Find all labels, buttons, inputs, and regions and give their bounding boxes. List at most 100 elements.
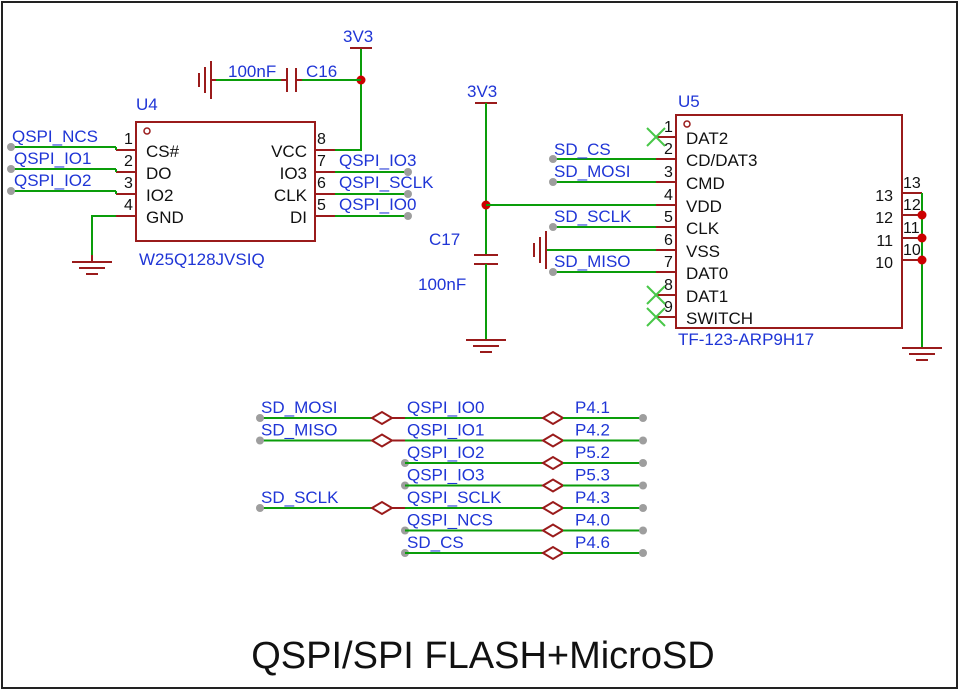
net-label: QSPI_NCS (12, 127, 98, 146)
u5-pin-num: 5 (664, 209, 673, 226)
net-endpoint (639, 549, 647, 557)
u4-pin-num: 6 (317, 175, 326, 192)
u4-pin-num: 7 (317, 153, 326, 170)
port-label: P5.3 (575, 466, 610, 485)
u4-value: W25Q128JVSIQ (139, 250, 265, 269)
net-endpoint (639, 459, 647, 467)
net-tie-diamond (541, 455, 565, 471)
port-label: P4.6 (575, 533, 610, 552)
u4-pin-num: 3 (124, 175, 133, 192)
ground-symbol (72, 255, 112, 275)
net-endpoint (404, 212, 412, 220)
net-endpoint (7, 143, 15, 151)
u4-pin-name: VCC (271, 142, 307, 161)
sheet-title: QSPI/SPI FLASH+MicroSD (251, 635, 715, 677)
no-connect-marks (646, 127, 666, 327)
u5-pin-num: 4 (664, 187, 673, 204)
u5-pin-name: DAT2 (686, 129, 728, 148)
u5-pin-num: 1 (664, 119, 673, 136)
net-tie-diamond (541, 545, 565, 561)
port-label: P4.0 (575, 511, 610, 530)
u5-value: TF-123-ARP9H17 (678, 330, 814, 349)
u5-pin-name: CD/DAT3 (686, 151, 757, 170)
wire (91, 215, 116, 255)
u5-pin-name: DAT1 (686, 287, 728, 306)
u5-left-nets: SD_CS SD_MOSI SD_SCLK SD_MISO (533, 140, 656, 276)
net-endpoint (7, 187, 15, 195)
u4-pin-name: IO3 (280, 164, 307, 183)
u5-pin-name: CLK (686, 219, 720, 238)
net-tie-diamond (541, 433, 565, 448)
u5-pin-num: 9 (664, 299, 673, 316)
u4-pin-name: DO (146, 164, 172, 183)
net-endpoint (256, 414, 264, 422)
net-label: SD_MISO (554, 252, 631, 271)
net-tie-diamond (370, 500, 394, 516)
net-endpoint (549, 268, 557, 276)
u4-right-nets: QSPI_IO3 QSPI_SCLK QSPI_IO0 3V3 (335, 27, 434, 220)
junction-dot (917, 255, 927, 265)
u5-pin1-marker (683, 120, 691, 128)
net-label: QSPI_IO1 (407, 421, 484, 440)
wire (335, 80, 362, 151)
net-tie-diamond (541, 523, 565, 538)
u5-pin-num: 7 (664, 254, 673, 271)
u4-pin-num: 4 (124, 197, 133, 214)
net-endpoint (549, 223, 557, 231)
u4-body (135, 121, 316, 242)
u4-pin-num: 5 (317, 197, 326, 214)
u5-pin-num: 11 (876, 233, 893, 250)
net-endpoint (639, 526, 647, 535)
u4-left-nets: QSPI_NCS QSPI_IO1 QSPI_IO2 (7, 127, 117, 255)
u5-pin-num: 10 (875, 255, 893, 272)
net-tie-diamond (370, 433, 394, 448)
net-label: QSPI_IO1 (14, 149, 91, 168)
u4-pin-num: 8 (317, 131, 326, 148)
net-label: SD_MOSI (554, 162, 631, 181)
u5-pin-num: 11 (903, 220, 920, 237)
net-endpoint (404, 190, 412, 198)
u5-pin-name: VDD (686, 197, 722, 216)
u5-pin-num: 10 (903, 242, 921, 259)
net-label: SD_CS (407, 533, 464, 552)
u5-ref: U5 (678, 92, 700, 111)
flash-u4: U4 W25Q128JVSIQ 1 2 3 4 CS# DO IO2 GND 8… (116, 95, 335, 269)
net-label: QSPI_IO3 (407, 466, 484, 485)
net-label: QSPI_IO2 (407, 443, 484, 462)
port-label: P5.2 (575, 443, 610, 462)
c16-ref: C16 (306, 62, 337, 81)
net-label: QSPI_NCS (407, 511, 493, 530)
power-label-3v3: 3V3 (343, 27, 373, 46)
net-label: SD_SCLK (261, 488, 339, 507)
power-label-3v3: 3V3 (467, 82, 497, 101)
u4-pin-name: IO2 (146, 186, 173, 205)
net-label: SD_CS (554, 140, 611, 159)
net-endpoint (256, 436, 264, 445)
u5-pin-num: 3 (664, 164, 673, 181)
u5-pin-num: 12 (875, 210, 893, 227)
u4-pin-num: 2 (124, 153, 133, 170)
net-tie-diamond (541, 410, 565, 426)
net-endpoint (639, 504, 647, 512)
net-label: QSPI_IO2 (14, 171, 91, 190)
junction-dot (917, 210, 927, 220)
port-label: P4.2 (575, 421, 610, 440)
u5-body (675, 114, 903, 329)
u5-pin-name: CMD (686, 174, 725, 193)
u5-pin-name: SWITCH (686, 309, 753, 328)
net-label: QSPI_SCLK (407, 488, 502, 507)
u4-ref: U4 (136, 95, 158, 114)
net-label: SD_MOSI (261, 398, 338, 417)
u5-pin-num: 8 (664, 277, 673, 294)
u4-pin-num: 1 (124, 131, 133, 148)
u5-pin-num: 6 (664, 232, 673, 249)
net-label: SD_SCLK (554, 207, 632, 226)
u5-pin-num: 13 (903, 175, 921, 192)
u4-pin-name: CLK (274, 186, 308, 205)
capacitor-c17: 3V3 C17 100nF (418, 82, 656, 353)
net-endpoint (404, 168, 412, 176)
net-tie-diamond (370, 410, 394, 426)
